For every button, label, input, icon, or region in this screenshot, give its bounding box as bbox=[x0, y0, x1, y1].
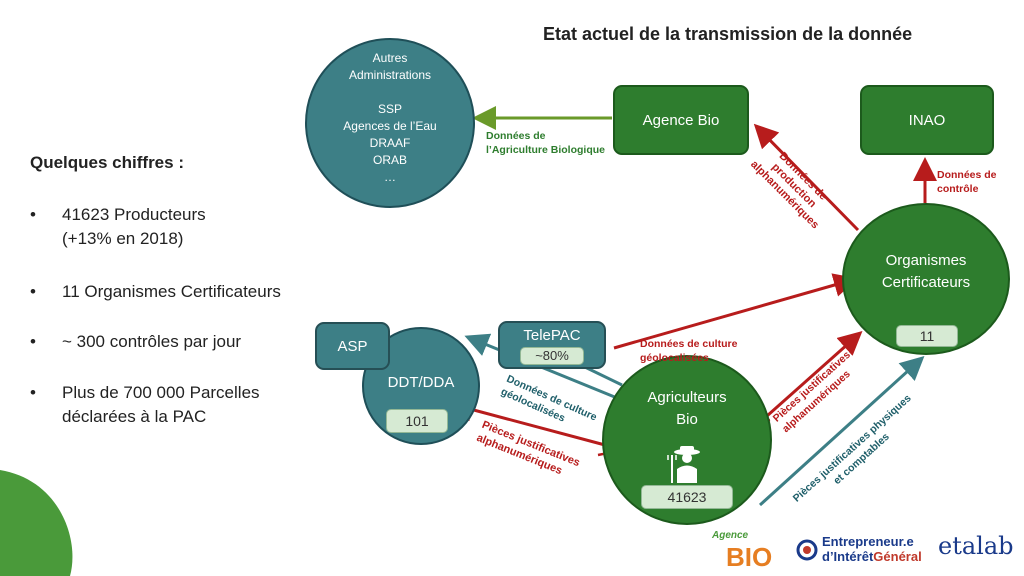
label-culture-oc: Données de culture géolocalisées bbox=[640, 337, 737, 365]
agri-line-2: Bio bbox=[676, 411, 698, 428]
stat-bullet-1: • bbox=[30, 205, 36, 224]
entrepreneur-logo-word-2: Général bbox=[873, 549, 922, 564]
stat-bullet-4: • bbox=[30, 383, 36, 402]
stat-line-4b: déclarées à la PAC bbox=[62, 407, 207, 426]
etalab-logo: etalab bbox=[938, 532, 1014, 560]
agence-bio-logo-main: BIO bbox=[726, 542, 773, 572]
node-agence-bio: Agence Bio bbox=[613, 85, 749, 155]
node-inao: INAO bbox=[860, 85, 994, 155]
stat-line-4a: Plus de 700 000 Parcelles bbox=[62, 383, 260, 402]
autres-line-6: DRAAF bbox=[369, 136, 411, 150]
arrow-agri-oc-physiques bbox=[758, 355, 925, 507]
ddt-label: DDT/DDA bbox=[387, 374, 455, 391]
node-autres-administrations: Autres Administrations SSP Agences de l’… bbox=[305, 38, 475, 208]
autres-line-5: Agences de l’Eau bbox=[343, 119, 437, 133]
ig-logo-icon bbox=[796, 539, 818, 561]
oc-line-2: Certificateurs bbox=[881, 274, 971, 291]
telepac-pct-badge: ~80% bbox=[520, 347, 584, 365]
arrow-agri-oc-culture bbox=[613, 273, 858, 350]
node-agriculteurs-bio: Agriculteurs Bio bbox=[602, 355, 772, 525]
leaf-decoration bbox=[0, 470, 73, 576]
stat-line-1a: 41623 Producteurs bbox=[62, 205, 206, 224]
entrepreneur-logo-line-1: Entrepreneur.e bbox=[822, 534, 914, 549]
node-asp: ASP bbox=[315, 322, 390, 370]
stat-bullet-3: • bbox=[30, 332, 36, 351]
label-agri-bio-line-1: Données de bbox=[486, 130, 546, 142]
label-donnees-controle: Données de contrôle bbox=[937, 168, 997, 196]
autres-line-7: ORAB bbox=[372, 153, 407, 167]
arrow-oc-agencebio bbox=[753, 123, 860, 232]
stat-line-3: ~ 300 contrôles par jour bbox=[62, 332, 242, 351]
diagram-title: Etat actuel de la transmission de la don… bbox=[543, 24, 913, 44]
oc-line-1: Organismes bbox=[885, 252, 967, 269]
stat-bullet-2: • bbox=[30, 282, 36, 301]
stat-line-1b: (+13% en 2018) bbox=[62, 229, 184, 248]
autres-line-1: Autres bbox=[372, 51, 408, 65]
label-agri-bio-line-2: l’Agriculture Biologique bbox=[486, 144, 606, 156]
entrepreneur-logo-line-2: d’IntérêtGénéral bbox=[822, 549, 922, 564]
label-culture-oc-line-2: géolocalisées bbox=[640, 352, 709, 364]
agence-bio-logo-top: Agence bbox=[712, 530, 749, 541]
arrow-agri-ddt bbox=[464, 333, 623, 402]
autres-spacer bbox=[307, 84, 473, 101]
agence-bio-logo: Agence BIO bbox=[710, 522, 780, 572]
agri-line-1: Agriculteurs bbox=[647, 389, 727, 406]
autres-line-4: SSP bbox=[377, 102, 402, 116]
agri-count-badge: 41623 bbox=[641, 485, 733, 509]
entrepreneur-logo-word-1: d’Intérêt bbox=[822, 549, 874, 564]
arrow-agri-ddt-pieces bbox=[449, 398, 606, 447]
autres-line-8: … bbox=[384, 170, 396, 184]
stats-heading: Quelques chiffres : bbox=[30, 153, 184, 172]
ddt-count-badge: 101 bbox=[386, 409, 448, 433]
entrepreneur-logo: Entrepreneur.e d’IntérêtGénéral bbox=[795, 532, 925, 568]
farmer-icon bbox=[667, 446, 700, 483]
node-telepac: TelePAC bbox=[498, 321, 606, 369]
label-controle-line-2: contrôle bbox=[937, 183, 979, 195]
label-controle-line-1: Données de bbox=[937, 169, 997, 181]
autres-line-2: Administrations bbox=[348, 68, 432, 82]
label-donnees-agri-bio: Données de l’Agriculture Biologique bbox=[486, 129, 605, 157]
label-culture-oc-line-1: Données de culture bbox=[640, 338, 738, 350]
stat-line-2: 11 Organismes Certificateurs bbox=[62, 282, 281, 301]
oc-count-badge: 11 bbox=[896, 325, 958, 347]
